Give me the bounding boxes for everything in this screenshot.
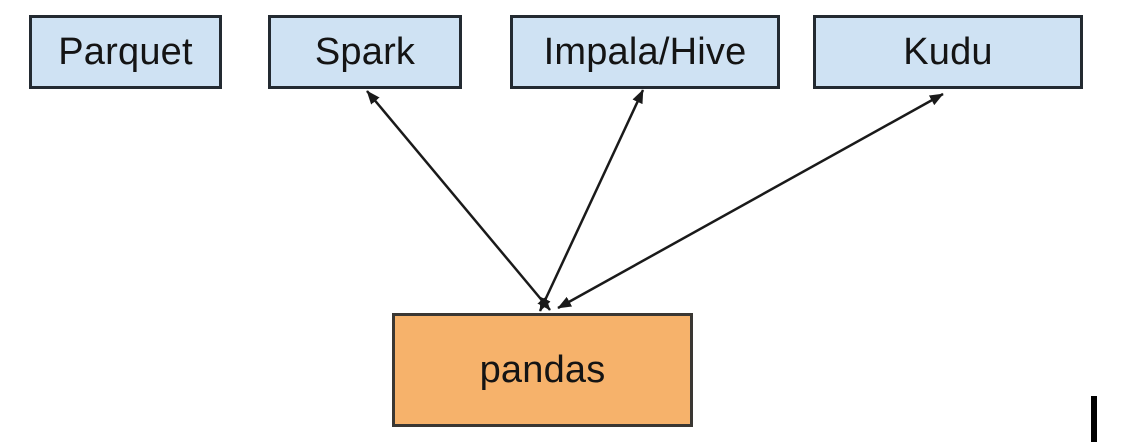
text-cursor-bar — [1091, 396, 1097, 442]
node-pandas-label: pandas — [479, 348, 606, 391]
node-spark: Spark — [268, 15, 462, 89]
node-kudu-label: Kudu — [903, 30, 993, 73]
node-impala-hive: Impala/Hive — [510, 15, 780, 89]
edge-spark-pandas — [366, 90, 551, 311]
node-parquet: Parquet — [29, 15, 222, 89]
edge-impala-hive-pandas — [538, 89, 645, 312]
node-impala-hive-label: Impala/Hive — [543, 30, 747, 73]
node-pandas: pandas — [392, 313, 693, 427]
edge-kudu-pandas — [557, 92, 944, 310]
node-parquet-label: Parquet — [58, 30, 193, 73]
node-kudu: Kudu — [813, 15, 1083, 89]
node-spark-label: Spark — [314, 30, 416, 73]
